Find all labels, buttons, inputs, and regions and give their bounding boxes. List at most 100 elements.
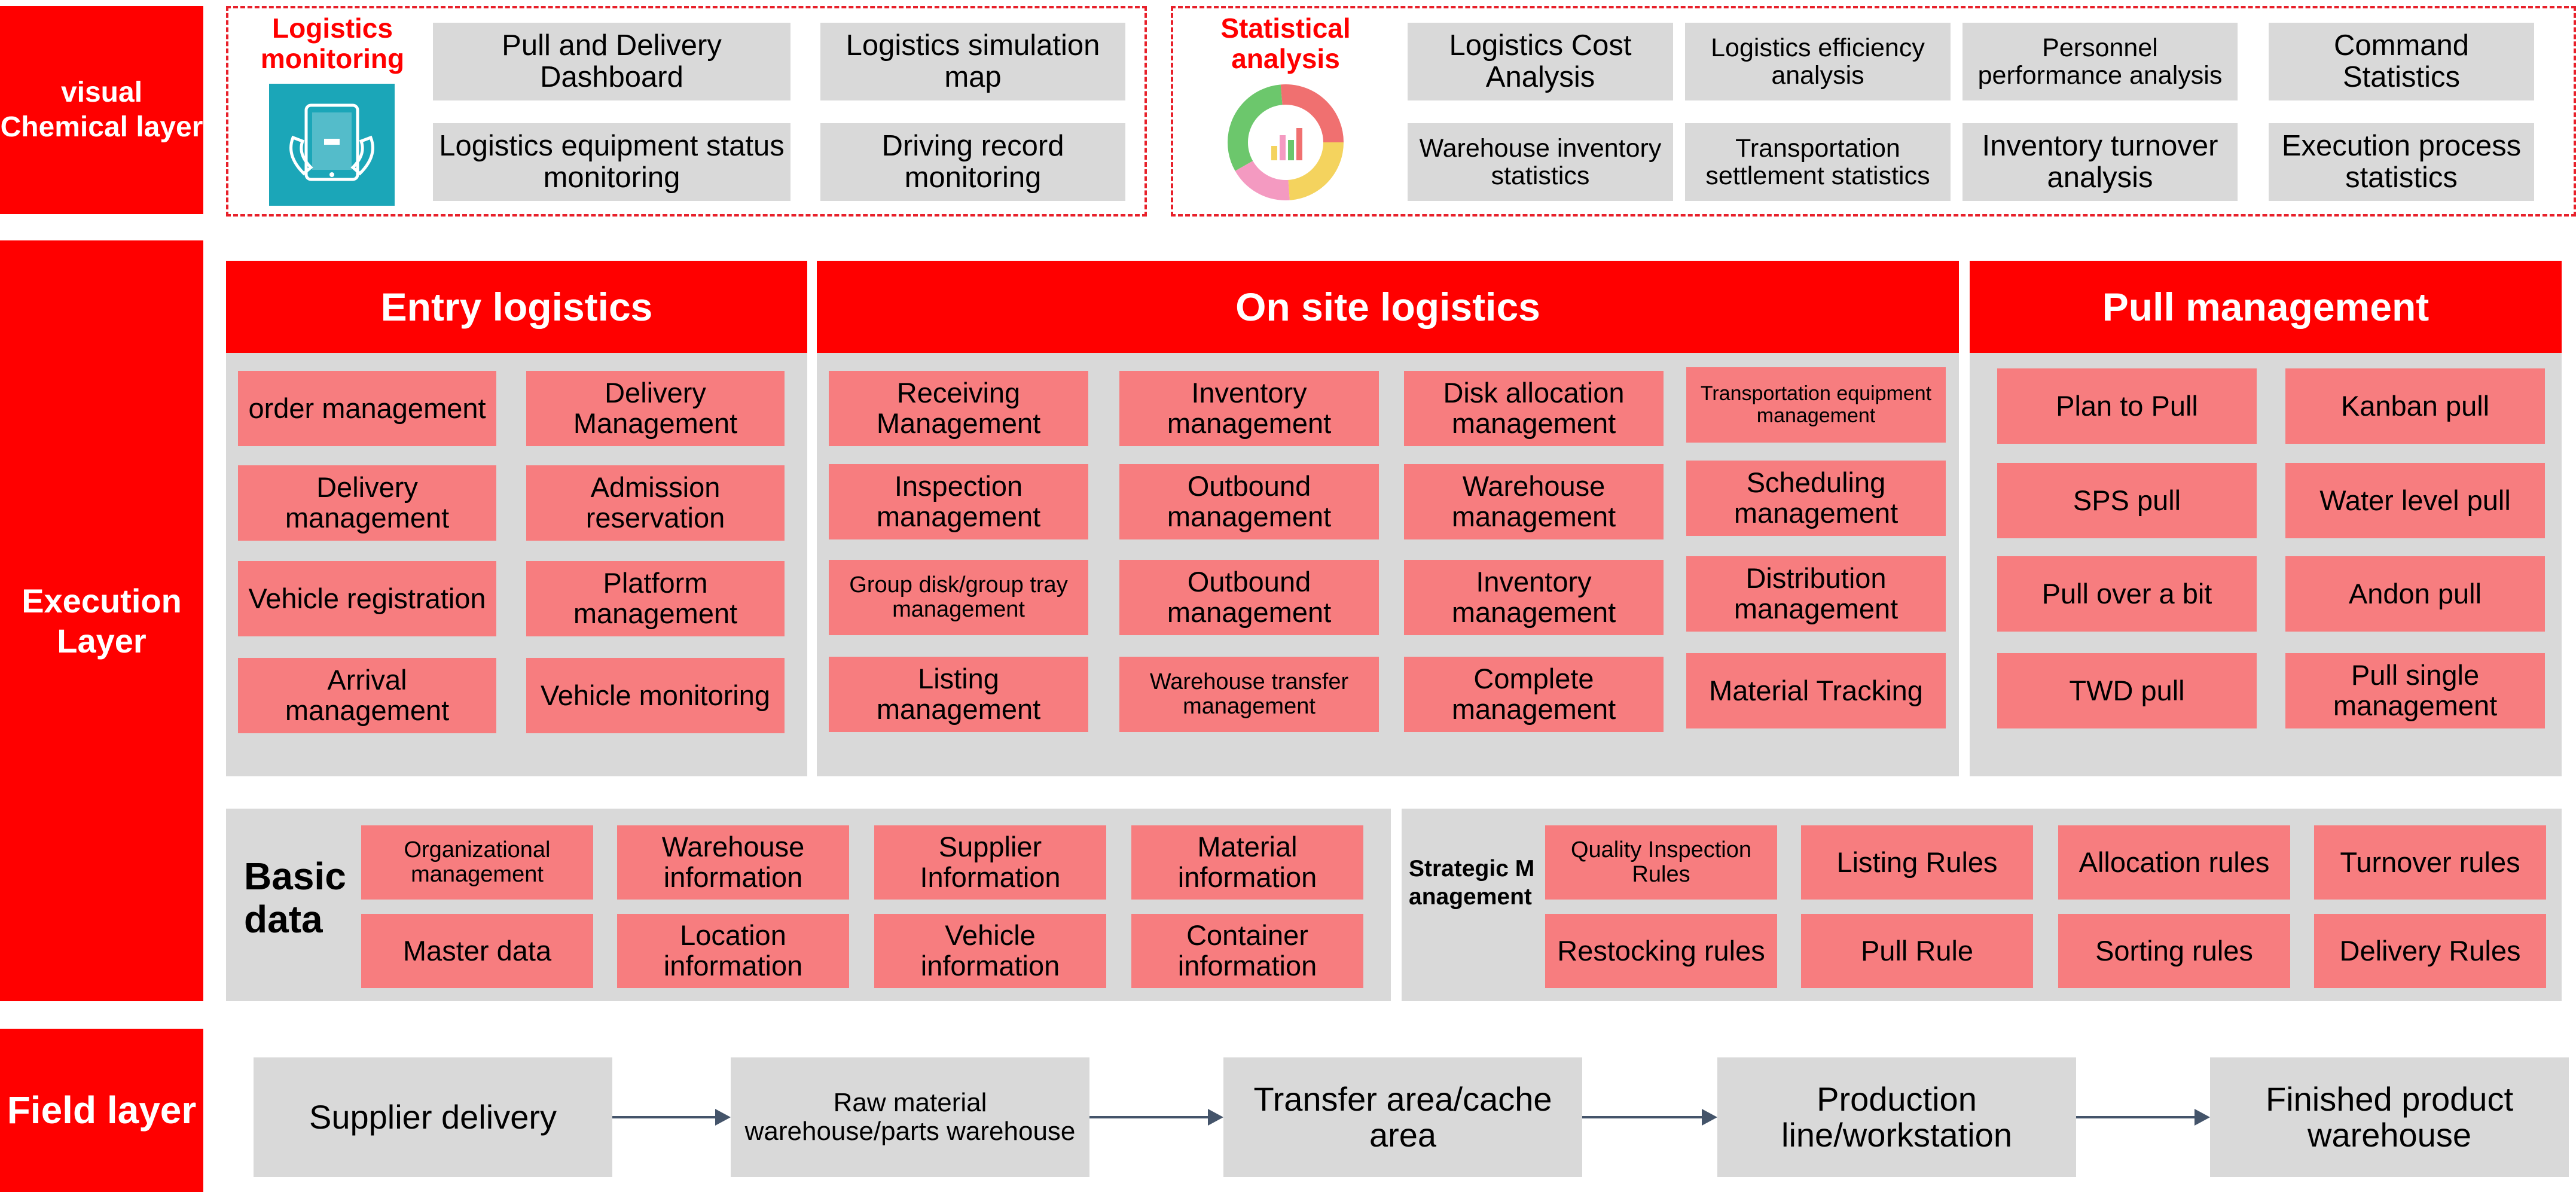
monitoring-title: Logistics monitoring (260, 13, 405, 74)
monitor-item-equipment-status: Logistics equipment status monitoring (433, 123, 790, 201)
onsite-item-label: Inventory management (1451, 566, 1616, 628)
strategic-item-label: Delivery Rules (2339, 934, 2521, 967)
onsite-item-inventory-2: Inventory management (1404, 560, 1664, 635)
basic-item-vehicle-info: Vehicle information (874, 914, 1106, 988)
onsite-item-material-tracking: Material Tracking (1686, 653, 1946, 728)
onsite-item-label: Warehouse management (1451, 470, 1616, 532)
monitor-item-dashboard: Pull and Delivery Dashboard (433, 23, 790, 100)
pull-item-label: Water level pull (2319, 484, 2511, 516)
stat-item-execution-process: Execution process statistics (2269, 123, 2534, 201)
basic-item-label: Supplier Information (920, 831, 1061, 893)
onsite-item-label: Receiving Management (876, 377, 1041, 439)
field-step-label: Transfer area/cache area (1253, 1080, 1552, 1154)
visual-layer-label: visual Chemical layer (0, 6, 203, 214)
pull-item-label: Andon pull (2348, 577, 2482, 609)
statistics-title: Statistical analysis (1220, 13, 1351, 74)
stat-item-cost: Logistics Cost Analysis (1408, 23, 1673, 100)
execution-layer-text: Execution Layer (22, 581, 182, 660)
entry-item-label: Delivery Management (573, 377, 738, 439)
onsite-item-label: Complete management (1451, 663, 1616, 725)
basic-item-label: Material information (1177, 831, 1317, 893)
field-step-label: Production line/workstation (1781, 1080, 2012, 1154)
field-step-supplier-delivery: Supplier delivery (254, 1057, 612, 1177)
onsite-item-label: Transportation equipment management (1700, 382, 1932, 427)
onsite-item-warehouse: Warehouse management (1404, 464, 1664, 539)
field-step-label: Raw material warehouse/parts warehouse (744, 1088, 1076, 1146)
execution-layer-label: Execution Layer (0, 240, 203, 1001)
flow-arrow-3 (1582, 1109, 1717, 1126)
flow-arrow-4 (2076, 1109, 2210, 1126)
field-layer-label: Field layer (0, 1029, 203, 1192)
pull-item-label: Pull single management (2333, 659, 2498, 721)
entry-item-order-management: order management (238, 371, 496, 446)
strategic-item-pull-rule: Pull Rule (1801, 914, 2033, 988)
pull-item-label: Kanban pull (2340, 389, 2490, 422)
onsite-item-label: Inspection management (876, 470, 1041, 532)
entry-item-vehicle-registration: Vehicle registration (238, 561, 496, 636)
stat-item-warehouse-inventory: Warehouse inventory statistics (1408, 123, 1673, 201)
pull-management-header: Pull management (1970, 261, 2562, 353)
onsite-item-complete: Complete management (1404, 657, 1664, 732)
onsite-logistics-header: On site logistics (817, 261, 1959, 353)
onsite-item-label: Inventory management (1167, 377, 1332, 439)
entry-item-label: Platform management (573, 567, 738, 629)
basic-item-container-info: Container information (1131, 914, 1363, 988)
onsite-item-label: Warehouse transfer management (1149, 669, 1349, 719)
stat-item-label: Transportation settlement statistics (1705, 133, 1930, 190)
onsite-item-label: Disk allocation management (1443, 377, 1625, 439)
basic-item-supplier-info: Supplier Information (874, 825, 1106, 900)
pull-item-twd: TWD pull (1997, 653, 2257, 728)
onsite-item-scheduling: Scheduling management (1686, 461, 1946, 536)
flow-arrow-2 (1089, 1109, 1223, 1126)
onsite-logistics-title: On site logistics (1235, 285, 1540, 329)
onsite-item-label: Group disk/group tray management (849, 572, 1068, 622)
strategic-item-quality: Quality Inspection Rules (1545, 825, 1777, 900)
stat-item-label: Execution process statistics (2281, 130, 2522, 194)
pull-item-pull-over: Pull over a bit (1997, 556, 2257, 632)
onsite-item-transport-equipment: Transportation equipment management (1686, 367, 1946, 443)
monitoring-panel (226, 6, 1147, 217)
entry-item-arrival-management: Arrival management (238, 658, 496, 733)
entry-item-label: Delivery management (285, 471, 450, 533)
pull-item-label: Plan to Pull (2056, 389, 2198, 422)
basic-item-organizational: Organizational management (361, 825, 593, 900)
onsite-item-inventory-1: Inventory management (1119, 371, 1379, 446)
strategic-item-sorting: Sorting rules (2058, 914, 2290, 988)
basic-item-label: Container information (1177, 919, 1317, 981)
entry-item-delivery-management-1: Delivery Management (526, 371, 785, 446)
onsite-item-distribution: Distribution management (1686, 556, 1946, 632)
monitor-item-simulation-map: Logistics simulation map (820, 23, 1125, 100)
strategic-item-label: Allocation rules (2078, 846, 2270, 878)
basic-item-warehouse-info: Warehouse information (617, 825, 849, 900)
flow-arrow-1 (612, 1109, 731, 1126)
strategic-item-label: Restocking rules (1557, 934, 1765, 967)
stat-item-label: Logistics efficiency analysis (1711, 33, 1925, 90)
basic-item-label: Vehicle information (920, 919, 1060, 981)
onsite-item-listing: Listing management (829, 657, 1088, 732)
strategic-item-turnover: Turnover rules (2314, 825, 2546, 900)
tablet-monitor-icon (269, 84, 395, 206)
stat-item-turnover: Inventory turnover analysis (1962, 123, 2238, 201)
statistics-panel (1171, 6, 2576, 217)
pull-item-label: SPS pull (2073, 484, 2181, 516)
strategic-item-restocking: Restocking rules (1545, 914, 1777, 988)
monitor-item-label: Pull and Delivery Dashboard (502, 29, 722, 93)
pull-item-water-level: Water level pull (2285, 463, 2545, 538)
field-step-label: Finished product warehouse (2265, 1080, 2513, 1154)
field-step-production-line: Production line/workstation (1717, 1057, 2076, 1177)
strategic-item-label: Pull Rule (1860, 934, 1974, 967)
onsite-item-outbound-1: Outbound management (1119, 464, 1379, 539)
entry-item-label: order management (248, 392, 486, 424)
basic-item-material-info: Material information (1131, 825, 1363, 900)
entry-item-label: Vehicle monitoring (540, 679, 771, 711)
field-layer-text: Field layer (7, 1089, 197, 1132)
pull-management-title: Pull management (2102, 285, 2430, 329)
stat-item-label: Command Statistics (2333, 29, 2470, 93)
strategic-item-label: Sorting rules (2095, 934, 2253, 967)
onsite-item-label: Distribution management (1733, 562, 1899, 624)
stat-item-label: Inventory turnover analysis (1982, 130, 2218, 194)
basic-item-label: Warehouse information (661, 831, 805, 893)
stat-item-transport-settlement: Transportation settlement statistics (1685, 123, 1951, 201)
basic-item-master-data: Master data (361, 914, 593, 988)
monitor-item-label: Driving record monitoring (881, 130, 1064, 194)
